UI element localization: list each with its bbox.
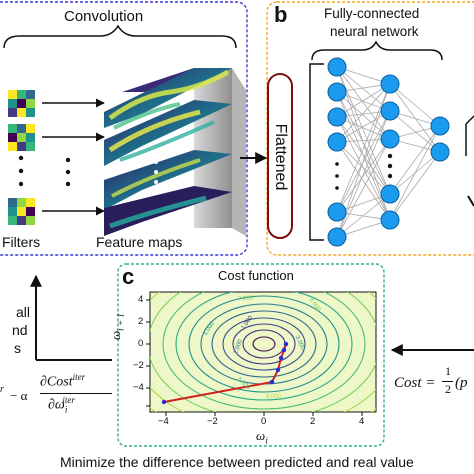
filter-1 [8, 90, 35, 117]
hidden-layer [380, 74, 400, 230]
cost-formula-lhs: Cost = [394, 375, 436, 391]
x-tick: 2 [310, 416, 316, 427]
update-formula-numerator: ∂Costiter [40, 372, 86, 390]
cost-formula-rhs: (p [455, 375, 468, 391]
network-brace [311, 40, 443, 61]
input-bracket [309, 63, 324, 241]
y-tick: 2 [138, 316, 144, 327]
arrow-ellipsis-dot [65, 181, 71, 187]
output-bracket [465, 115, 474, 156]
input-ellipsis-dot [335, 162, 339, 166]
input-ellipsis-dot [335, 174, 339, 178]
hidden-ellipsis-dot [387, 163, 393, 169]
descent-path-points [161, 341, 289, 405]
y-tick: 4 [138, 294, 144, 305]
arrow-ellipsis-dot [65, 157, 71, 163]
input-ellipsis-dot [335, 186, 339, 190]
cost-formula-frac-den: 2 [445, 382, 451, 396]
hidden-ellipsis-dot [387, 173, 393, 179]
feature-maps-label: Feature maps [96, 234, 183, 250]
update-formula-minus: − α [10, 388, 28, 403]
x-axis-label: ωi [256, 428, 268, 446]
panel-c-border [117, 263, 385, 447]
feature-map-3 [104, 150, 232, 210]
network-connections [336, 66, 441, 238]
panel-b-title-line1: Fully-connected [324, 6, 420, 21]
x-tick: 4 [359, 416, 365, 427]
convolution-brace [3, 24, 237, 49]
contour-plot [146, 291, 377, 416]
y-tick: −4 [133, 382, 144, 393]
left-text-line2: nd [12, 322, 28, 338]
hidden-ellipsis-dot [387, 153, 393, 159]
cost-formula-frac-num: 1 [445, 364, 451, 378]
filter-2 [8, 124, 35, 151]
y-axis-label: ωi + 1 [108, 313, 126, 340]
feature-map-stack [104, 68, 246, 236]
left-text-line1: all [16, 304, 31, 320]
filter-ellipsis-dot [18, 181, 24, 187]
output-layer [430, 116, 450, 162]
y-tick: −2 [133, 360, 144, 371]
filter-3 [8, 198, 35, 225]
filter-ellipsis-dot [18, 155, 24, 161]
flattened-box [267, 73, 293, 239]
update-formula-fraction-bar [40, 393, 112, 394]
flattened-label: Flattened [272, 123, 289, 191]
update-formula-left: r [0, 384, 4, 395]
cost-formula-fraction-bar [442, 381, 453, 382]
filter-ellipsis-dot [18, 168, 24, 174]
left-text-line3: s [14, 340, 21, 356]
arrow-ellipsis-dot [65, 169, 71, 175]
contour-label: 8.000 [266, 394, 282, 400]
panel-c-letter: c [122, 264, 135, 289]
input-layer [327, 57, 347, 247]
panel-b-letter: b [274, 2, 288, 27]
output-bracket-lower [467, 195, 474, 207]
update-formula-denominator: ∂ωiiter [48, 395, 75, 415]
panel-a-title: Convolution [64, 8, 144, 25]
y-tick: 0 [138, 338, 144, 349]
x-tick: −2 [207, 416, 218, 427]
panel-b-title-line2: neural network [330, 24, 419, 39]
feature-map-2 [104, 100, 232, 166]
bottom-caption: Minimize the difference between predicte… [60, 454, 414, 470]
x-tick: −4 [158, 416, 169, 427]
filters-label: Filters [2, 234, 41, 250]
panel-c-title: Cost function [218, 268, 294, 283]
x-tick: 0 [261, 416, 267, 427]
